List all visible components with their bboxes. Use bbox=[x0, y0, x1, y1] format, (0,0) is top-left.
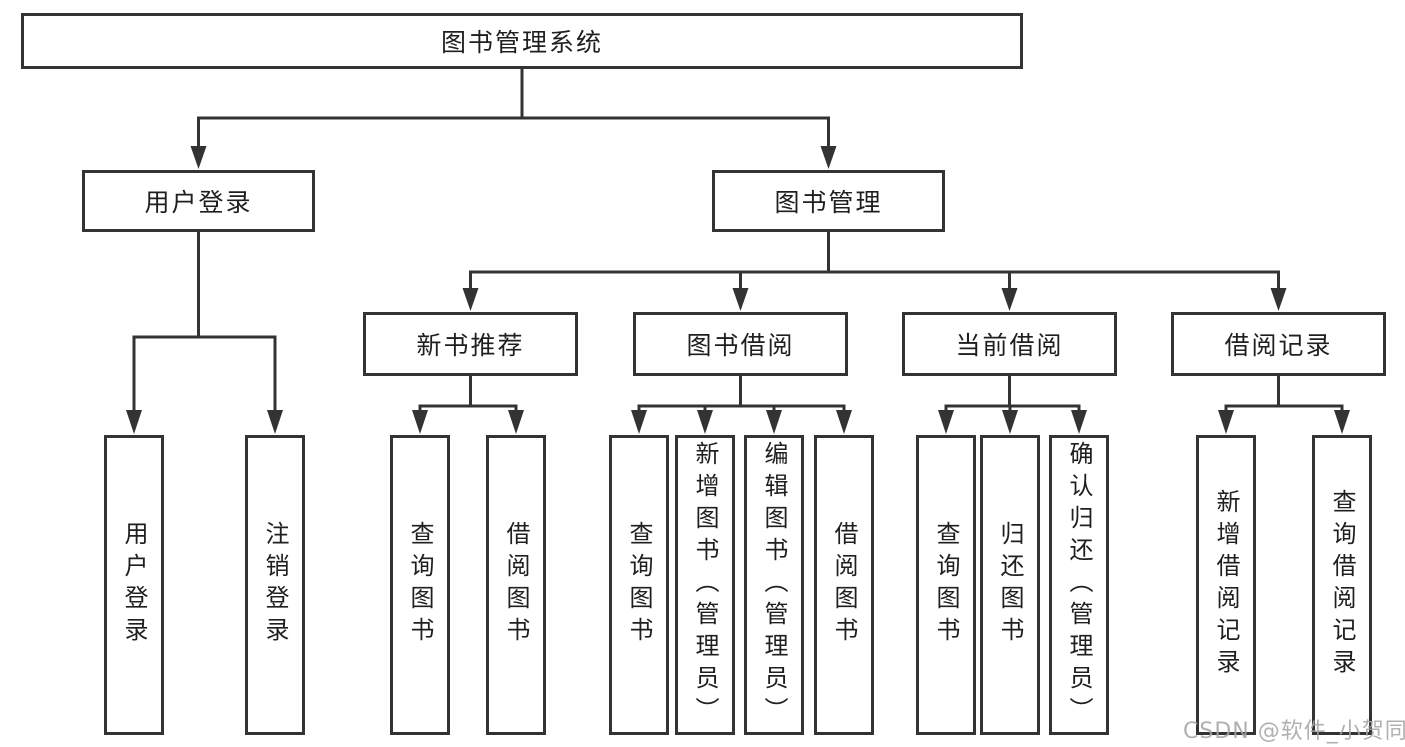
node-label: 借阅记录 bbox=[1224, 331, 1333, 360]
node-current-borrowing: 当前借阅 bbox=[902, 312, 1117, 376]
arrow-down-icon bbox=[1270, 288, 1287, 311]
node-label: 注销登录 bbox=[261, 521, 289, 649]
arrow-down-icon bbox=[126, 410, 142, 434]
node-label: 图书管理系统 bbox=[440, 28, 603, 57]
leaf-return-books: 归还图书 bbox=[980, 435, 1040, 735]
connector-user-login-children bbox=[126, 232, 283, 434]
node-label: 新增借阅记录 bbox=[1212, 489, 1240, 681]
node-library-system: 图书管理系统 bbox=[21, 13, 1023, 69]
node-label: 查询图书 bbox=[625, 521, 653, 649]
arrow-down-icon bbox=[1001, 288, 1018, 311]
node-label: 用户登录 bbox=[120, 521, 148, 649]
arrow-down-icon bbox=[508, 410, 524, 434]
node-label: 新增图书（管理员） bbox=[691, 441, 719, 729]
connector-root-to-level2 bbox=[190, 69, 837, 169]
arrow-down-icon bbox=[697, 410, 713, 434]
node-label: 查询借阅记录 bbox=[1328, 489, 1356, 681]
arrow-down-icon bbox=[190, 146, 207, 169]
node-label: 归还图书 bbox=[996, 521, 1024, 649]
node-label: 借阅图书 bbox=[830, 521, 858, 649]
node-label: 用户登录 bbox=[144, 188, 253, 217]
node-label: 查询图书 bbox=[932, 521, 960, 649]
arrow-down-icon bbox=[1334, 410, 1350, 434]
arrow-down-icon bbox=[836, 410, 852, 434]
arrow-down-icon bbox=[732, 288, 749, 311]
arrow-down-icon bbox=[938, 410, 954, 434]
leaf-query-books-borrowing: 查询图书 bbox=[609, 435, 669, 735]
arrow-down-icon bbox=[820, 146, 837, 169]
arrow-down-icon bbox=[1218, 410, 1234, 434]
leaf-borrow-books-recommend: 借阅图书 bbox=[486, 435, 546, 735]
leaf-user-login: 用户登录 bbox=[104, 435, 164, 735]
node-label: 查询图书 bbox=[406, 521, 434, 649]
leaf-query-borrow-record: 查询借阅记录 bbox=[1312, 435, 1372, 735]
arrow-down-icon bbox=[267, 410, 283, 434]
watermark: CSDN @软件_小贺同学 bbox=[1183, 719, 1405, 744]
connector-book-borrowing-children bbox=[631, 376, 852, 434]
leaf-confirm-return-admin: 确认归还（管理员） bbox=[1049, 435, 1109, 735]
arrow-down-icon bbox=[462, 288, 479, 311]
connector-book-management-children bbox=[462, 232, 1287, 311]
node-user-login: 用户登录 bbox=[82, 170, 315, 232]
node-label: 图书管理 bbox=[774, 188, 883, 217]
node-book-management: 图书管理 bbox=[712, 170, 945, 232]
arrow-down-icon bbox=[412, 410, 428, 434]
leaf-query-books-current: 查询图书 bbox=[916, 435, 976, 735]
leaf-borrow-books-borrowing: 借阅图书 bbox=[814, 435, 874, 735]
leaf-add-book-admin: 新增图书（管理员） bbox=[675, 435, 735, 735]
leaf-query-books-recommend: 查询图书 bbox=[390, 435, 450, 735]
arrow-down-icon bbox=[1071, 410, 1087, 434]
node-label: 借阅图书 bbox=[502, 521, 530, 649]
node-new-book-recommend: 新书推荐 bbox=[363, 312, 578, 376]
arrow-down-icon bbox=[631, 410, 647, 434]
node-book-borrowing: 图书借阅 bbox=[633, 312, 848, 376]
node-borrowing-records: 借阅记录 bbox=[1171, 312, 1386, 376]
node-label: 编辑图书（管理员） bbox=[760, 441, 788, 729]
node-label: 当前借阅 bbox=[955, 331, 1064, 360]
node-label: 确认归还（管理员） bbox=[1065, 441, 1093, 729]
node-label: 图书借阅 bbox=[686, 331, 795, 360]
arrow-down-icon bbox=[1002, 410, 1018, 434]
arrow-down-icon bbox=[766, 410, 782, 434]
connector-current-borrowing-children bbox=[938, 376, 1087, 434]
leaf-logout: 注销登录 bbox=[245, 435, 305, 735]
leaf-edit-book-admin: 编辑图书（管理员） bbox=[744, 435, 804, 735]
connector-borrowing-records-children bbox=[1218, 376, 1350, 434]
node-label: 新书推荐 bbox=[416, 331, 525, 360]
connector-new-book-children bbox=[412, 376, 524, 434]
leaf-add-borrow-record: 新增借阅记录 bbox=[1196, 435, 1256, 735]
